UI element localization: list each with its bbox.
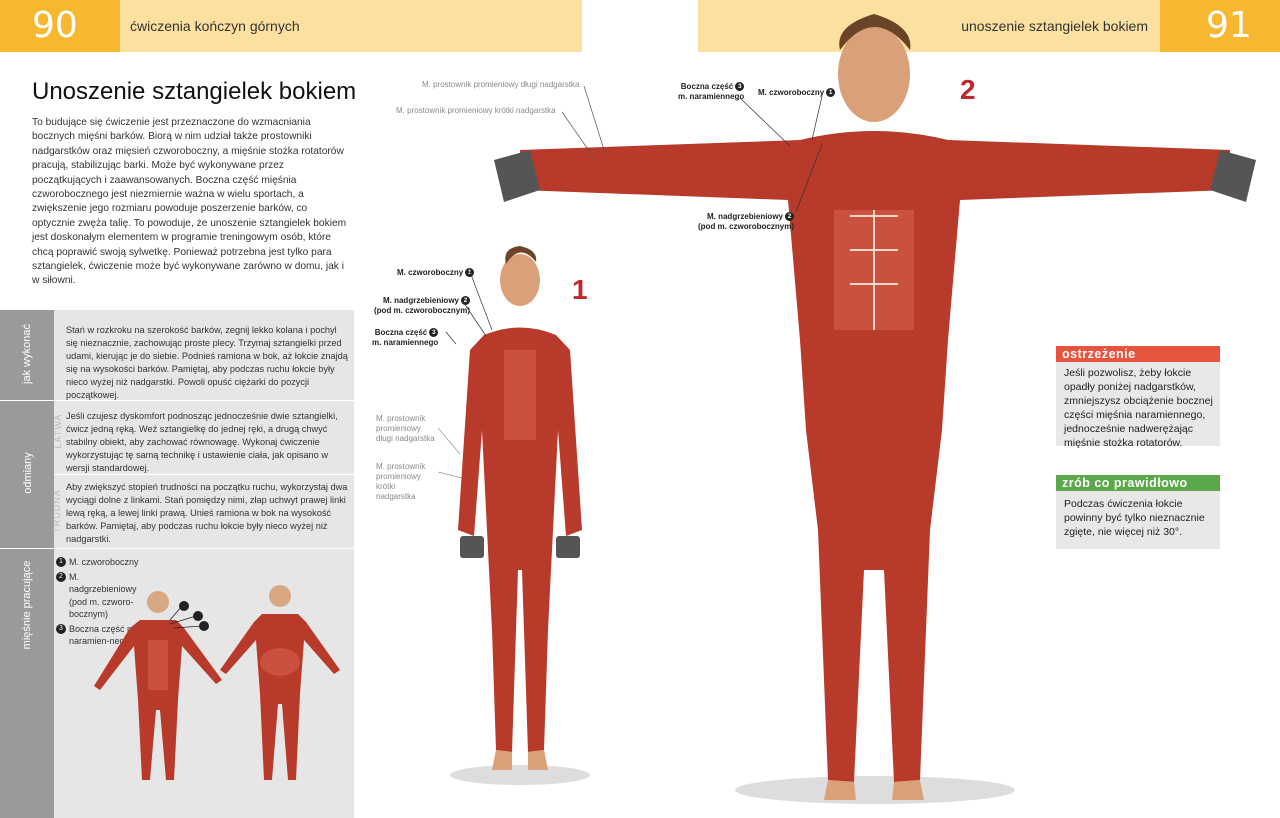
warning-text: Jeśli pozwolisz, żeby łokcie opadły poni… — [1064, 367, 1213, 449]
label-text: Boczna część — [374, 328, 428, 337]
label-text: M. nadgrzebieniowy — [382, 296, 459, 305]
variations-tab: odmiany — [0, 401, 54, 548]
fig1-ecrl-label: M. prostownik promieniowy długi nadgarst… — [376, 414, 435, 443]
label-text: M. czworoboczny — [397, 268, 464, 277]
left-page-number: 90 — [0, 0, 120, 52]
figure-1-body — [450, 246, 590, 785]
small-front-figure — [94, 591, 222, 780]
legend-text: M. nadgrzebieniowy (pod m. czworo-boczny… — [69, 571, 137, 620]
right-section-title: unoszenie sztangielek bokiem — [961, 18, 1148, 34]
label-text: m. naramiennego — [372, 338, 439, 347]
how-to-label: jak wykonać — [21, 324, 33, 384]
divider — [54, 474, 354, 475]
legend-text: Boczna część m. naramien-nego — [69, 623, 138, 647]
hard-label: TRUDNA — [52, 489, 62, 533]
muscles-label: mięśnie pracujące — [21, 560, 33, 650]
label-text: (pod m. czworobocznym) — [698, 222, 794, 231]
left-section-title: ćwiczenia kończyn górnych — [130, 18, 300, 34]
easy-variation-text: Jeśli czujesz dyskomfort podnosząc jedno… — [66, 411, 338, 473]
label-text: M. czworoboczny — [758, 88, 825, 97]
small-muscle-figures — [94, 585, 340, 780]
do-right-title: zrób co prawidłowo — [1056, 475, 1220, 491]
legend-text: M. czworoboczny — [69, 557, 139, 567]
figure-2-body — [494, 14, 1256, 804]
number-badge: 3 — [735, 82, 745, 92]
divider — [0, 548, 354, 549]
warning-title: ostrzeżenie — [1056, 346, 1220, 362]
figure-1-number: 1 — [572, 274, 588, 305]
number-badge: 1 — [465, 268, 475, 278]
fig2-ecrb-label: M. prostownik promieniowy krótki nadgars… — [396, 106, 556, 115]
do-right-text: Podczas ćwiczenia łokcie powinny być tyl… — [1064, 498, 1205, 538]
easy-label: ŁATWA — [53, 413, 63, 449]
do-right-box: zrób co prawidłowo Podczas ćwiczenia łok… — [1056, 475, 1220, 549]
number-badge: 1 — [56, 557, 66, 567]
fig2-leader-lines — [561, 85, 823, 213]
label-text: m. naramiennego — [678, 92, 745, 101]
figure-2-number: 2 — [960, 74, 976, 105]
number-badge: 3 — [429, 328, 439, 338]
small-figure-markers — [169, 601, 209, 631]
left-page-header: 90 ćwiczenia kończyn górnych — [0, 0, 582, 52]
number-badge: 2 — [785, 212, 794, 222]
hard-variation-text: Aby zwiększyć stopień trudności na począ… — [66, 482, 348, 544]
label-text: (pod m. czworobocznym) — [374, 306, 470, 315]
warning-box: ostrzeżenie Jeśli pozwolisz, żeby łokcie… — [1056, 346, 1220, 449]
intro-text: To budujące się ćwiczenie jest przeznacz… — [32, 117, 347, 287]
label-text: Boczna część — [680, 82, 734, 91]
fig1-ecrb-label: M. prostownik promieniowy krótki nadgars… — [376, 462, 426, 501]
fig1-leader-lines — [437, 271, 493, 479]
how-to-text: Stań w rozkroku na szerokość barków, zeg… — [66, 325, 348, 400]
muscles-tab: mięśnie pracujące — [0, 549, 54, 818]
page-title: Unoszenie sztangielek bokiem — [32, 78, 357, 105]
number-badge: 3 — [56, 623, 66, 634]
right-page-number: 91 — [1160, 0, 1280, 52]
number-badge: 1 — [826, 88, 836, 98]
divider — [0, 400, 354, 401]
small-back-figure — [220, 585, 340, 780]
right-page-header: unoszenie sztangielek bokiem 91 — [698, 0, 1280, 52]
fig2-ecrl-label: M. prostownik promieniowy długi nadgarst… — [422, 80, 580, 89]
how-to-tab: jak wykonać — [0, 310, 54, 400]
variations-label: odmiany — [22, 452, 34, 494]
label-text: M. nadgrzebieniowy — [706, 212, 783, 221]
number-badge: 2 — [461, 296, 470, 306]
number-badge: 2 — [56, 571, 66, 582]
